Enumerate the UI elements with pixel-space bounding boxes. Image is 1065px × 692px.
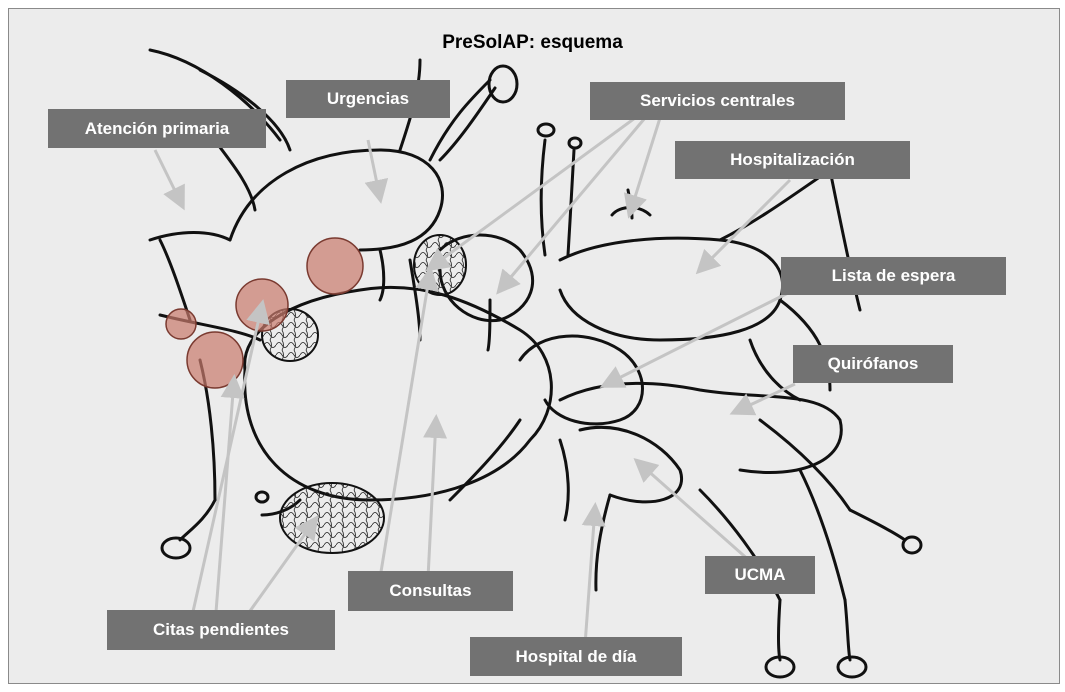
label-hospitalizacion: Hospitalización (675, 141, 910, 179)
label-ucma: UCMA (705, 556, 815, 594)
label-citas-pendientes: Citas pendientes (107, 610, 335, 650)
highlight-circles (166, 238, 363, 388)
label-servicios-centrales: Servicios centrales (590, 82, 845, 120)
pointer-consultas-1 (380, 272, 430, 578)
cell-clusters (262, 235, 466, 553)
pointer-hospital-dia (585, 508, 595, 645)
circle-4 (166, 309, 196, 339)
label-hospital-dia: Hospital de día (470, 637, 682, 676)
circle-1 (307, 238, 363, 294)
label-consultas: Consultas (348, 571, 513, 611)
label-urgencias: Urgencias (286, 80, 450, 118)
label-atencion-primaria: Atención primaria (48, 109, 266, 148)
pointer-servicios-1 (500, 118, 645, 290)
pointer-hospitalizacion (700, 180, 790, 270)
circle-3 (187, 332, 243, 388)
pointer-atencion-primaria (155, 150, 182, 205)
label-lista-espera: Lista de espera (781, 257, 1006, 295)
pointer-consultas-2 (428, 420, 436, 578)
label-quirofanos: Quirófanos (793, 345, 953, 383)
page-title: PreSolAP: esquema (0, 32, 1065, 54)
pointer-ucma (638, 462, 760, 570)
